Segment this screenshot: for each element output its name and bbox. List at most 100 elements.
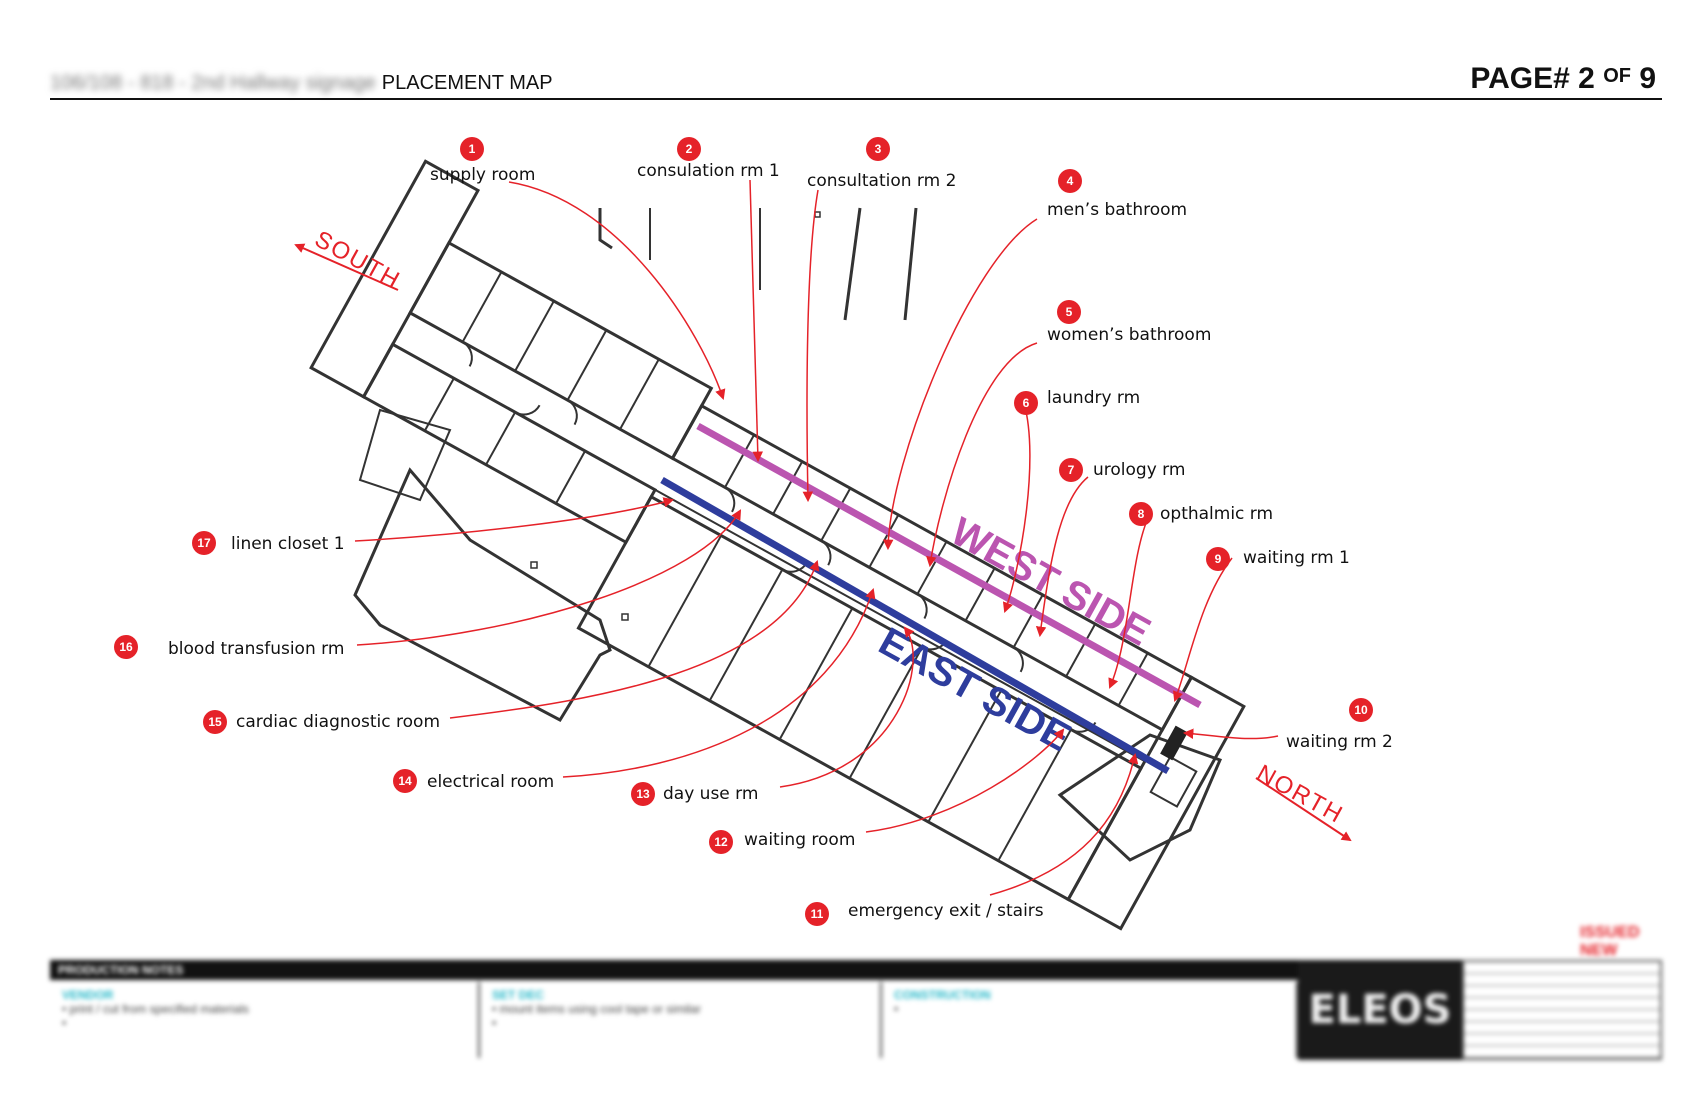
callout-label: waiting rm 2: [1286, 732, 1393, 752]
leader-4: [882, 218, 1038, 551]
callout-label: waiting rm 1: [1243, 548, 1350, 568]
leader-15: [449, 560, 820, 719]
callout-label: waiting room: [744, 830, 855, 850]
set-dec-notes: SET DEC • mount items using cool tape or…: [480, 982, 882, 1058]
page-number: PAGE# 2: [1470, 62, 1595, 95]
callout-10: 10 waiting rm 2: [1286, 698, 1393, 752]
leader-6: [1002, 402, 1031, 613]
callout-7: 7 urology rm: [1059, 458, 1185, 482]
callout-label: supply room: [430, 165, 535, 185]
construction-bullet: •: [894, 1002, 899, 1016]
callout-label: urology rm: [1093, 460, 1185, 480]
svg-text:16: 16: [119, 640, 133, 654]
set-dec-note: • mount items using cool tape or similar: [492, 1002, 701, 1016]
leader-12: [865, 728, 1065, 833]
construction-notes: CONSTRUCTION •: [882, 982, 1298, 1058]
production-notes-footer: ISSUED NEW PRODUCTION NOTES VENDOR • pri…: [50, 924, 1662, 1060]
callout-label: emergency exit / stairs: [848, 901, 1044, 921]
leader-2: [749, 179, 764, 463]
vendor-notes: VENDOR • print / cut from specified mate…: [50, 982, 480, 1058]
compass-south: SOUTH: [294, 226, 405, 295]
svg-text:15: 15: [208, 715, 222, 729]
leader-11: [989, 752, 1139, 896]
east-side-line: [660, 476, 1170, 775]
callouts: 1 supply room 2 consulation rm 1 3 consulta…: [114, 137, 1393, 926]
callout-13: 13 day use rm: [631, 782, 758, 806]
project-name: 106/108 - 818 - 2nd Hallway signage: [50, 72, 376, 94]
svg-text:14: 14: [398, 774, 412, 788]
leader-7: [1035, 476, 1089, 638]
svg-text:5: 5: [1066, 305, 1073, 319]
leader-14: [562, 588, 876, 778]
svg-text:7: 7: [1068, 463, 1075, 477]
callout-label: cardiac diagnostic room: [236, 712, 440, 732]
callout-label: consulation rm 1: [637, 161, 780, 181]
north-label: NORTH: [1252, 760, 1348, 830]
set-dec-heading: SET DEC: [492, 988, 545, 1002]
floor-plan: [309, 159, 1246, 931]
vendor-note: • print / cut from specified materials: [62, 1002, 249, 1016]
leader-5: [926, 342, 1038, 568]
callout-label: electrical room: [427, 772, 554, 792]
callout-6: 6 laundry rm: [1014, 388, 1140, 415]
callout-label: women’s bathroom: [1047, 325, 1211, 345]
svg-text:9: 9: [1215, 552, 1222, 566]
callout-11: 11 emergency exit / stairs: [805, 901, 1044, 926]
callout-9: 9 waiting rm 1: [1206, 547, 1350, 571]
leader-17: [354, 497, 675, 542]
callout-label: laundry rm: [1047, 388, 1140, 408]
callout-label: opthalmic rm: [1160, 504, 1273, 524]
callout-leaders: [354, 179, 1279, 896]
leader-13: [779, 626, 915, 788]
leader-10: [1182, 728, 1279, 740]
callout-3: 3 consultation rm 2: [807, 137, 956, 191]
svg-text:2: 2: [686, 142, 693, 156]
svg-text:1: 1: [469, 142, 476, 156]
leader-1: [508, 181, 726, 400]
leader-8: [1108, 517, 1149, 689]
svg-text:8: 8: [1138, 507, 1145, 521]
callout-1: 1 supply room: [430, 137, 535, 185]
callout-12: 12 waiting room: [709, 830, 855, 854]
callout-2: 2 consulation rm 1: [637, 137, 780, 181]
vendor-bullet: •: [62, 1016, 67, 1030]
eleos-logo: ELEOS: [1298, 960, 1462, 1060]
page-of: OF: [1603, 65, 1631, 87]
svg-text:3: 3: [875, 142, 882, 156]
production-notes-title: PRODUCTION NOTES: [50, 960, 1298, 980]
construction-heading: CONSTRUCTION: [894, 988, 991, 1002]
leader-16: [356, 509, 742, 646]
west-side-line: [696, 422, 1202, 709]
callout-label: day use rm: [663, 784, 758, 804]
vendor-heading: VENDOR: [62, 988, 114, 1002]
callout-label: consultation rm 2: [807, 171, 956, 191]
callout-14: 14 electrical room: [393, 769, 554, 793]
callout-label: men’s bathroom: [1047, 200, 1187, 220]
svg-text:10: 10: [1354, 703, 1368, 717]
callout-16: 16 blood transfusion rm: [114, 635, 344, 659]
title-block-table: [1462, 960, 1662, 1060]
svg-text:11: 11: [811, 907, 824, 921]
set-dec-bullet: •: [492, 1016, 497, 1030]
leader-3: [802, 189, 819, 503]
svg-text:4: 4: [1067, 174, 1074, 188]
svg-text:6: 6: [1023, 396, 1030, 410]
callout-5: 5 women’s bathroom: [1047, 300, 1211, 345]
issued-stamp: ISSUED NEW: [1580, 924, 1640, 959]
svg-text:12: 12: [714, 835, 728, 849]
map-title-text: PLACEMENT MAP: [381, 72, 553, 94]
leader-9: [1173, 557, 1233, 702]
callout-4: 4 men’s bathroom: [1047, 169, 1187, 220]
page-indicator: PAGE# 2 OF 9: [1470, 62, 1656, 96]
callout-label: linen closet 1: [231, 534, 345, 554]
callout-8: 8 opthalmic rm: [1129, 502, 1273, 526]
header-divider: [50, 98, 1662, 100]
svg-text:13: 13: [636, 787, 650, 801]
callout-label: blood transfusion rm: [168, 639, 344, 659]
compass-north: NORTH: [1252, 760, 1352, 842]
page-total: 9: [1639, 62, 1656, 95]
